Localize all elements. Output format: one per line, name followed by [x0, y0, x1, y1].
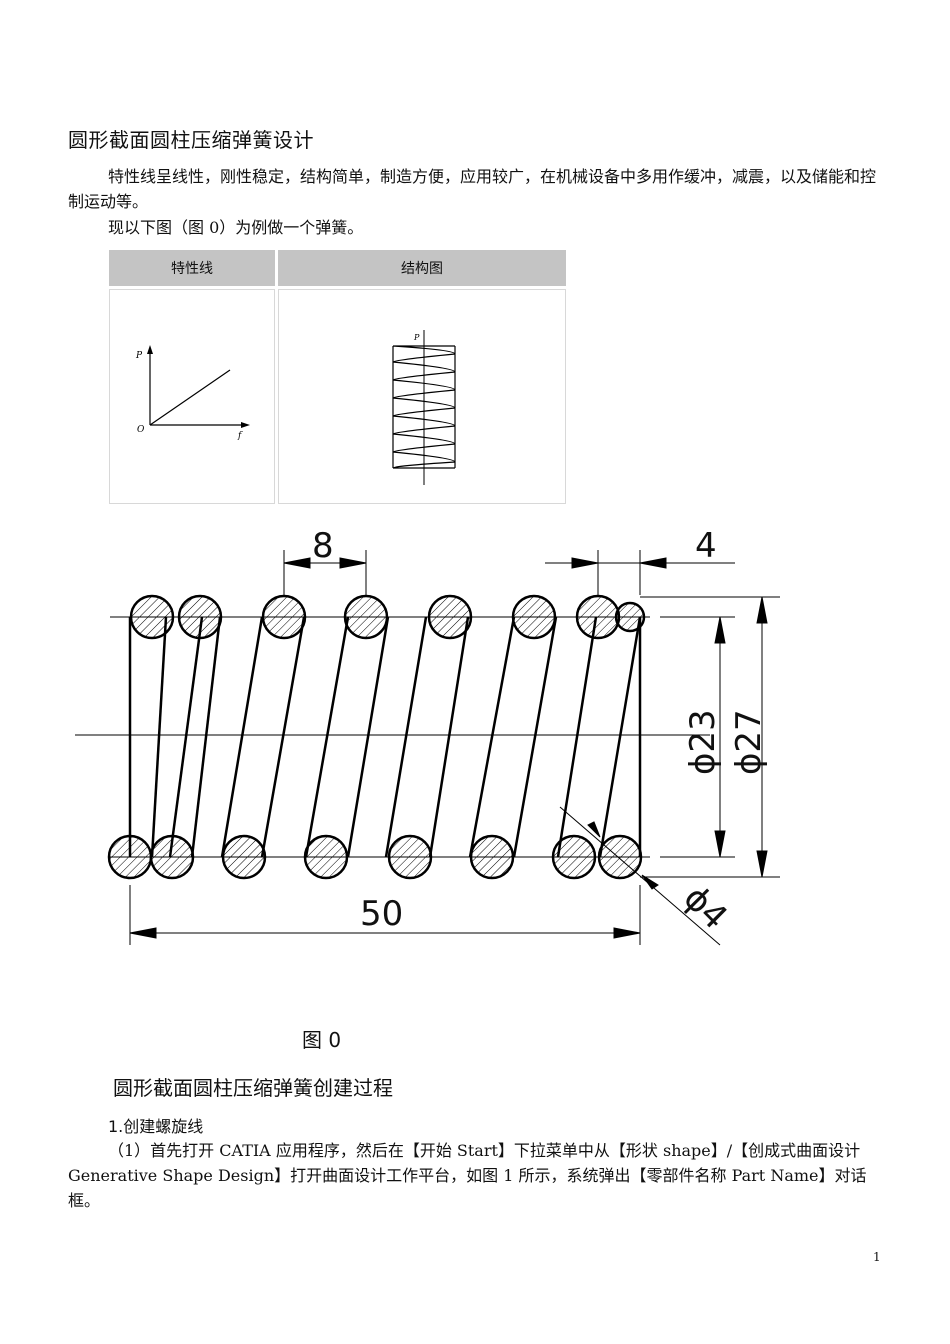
spec-table: 特性线 结构图 P O f P [106, 247, 569, 507]
coil-lines [128, 616, 642, 858]
header-characteristic: 特性线 [109, 250, 275, 286]
structure-diagram-cell: P [278, 289, 566, 504]
section-title: 圆形截面圆柱压缩弹簧创建过程 [113, 1076, 393, 1100]
step-paragraph: （1）首先打开 CATIA 应用程序，然后在【开始 Start】下拉菜单中从【形… [68, 1141, 867, 1210]
step-title: 1.创建螺旋线 [108, 1117, 204, 1136]
dim-outer-diameter: ϕ27 [729, 709, 769, 775]
header-structure: 结构图 [278, 250, 566, 286]
characteristic-line [149, 369, 231, 426]
dim-length: 50 [360, 894, 403, 934]
example-paragraph: 现以下图（图 0）为例做一个弹簧。 [108, 218, 364, 237]
f-axis-label: f [237, 431, 243, 441]
dim-pitch: 8 [312, 526, 334, 566]
dim-end: 4 [695, 526, 717, 566]
characteristic-graph-cell: P O f [109, 289, 275, 504]
spring-load-label: P [413, 333, 420, 342]
dim-inner-diameter: ϕ23 [683, 709, 723, 775]
page-number: 1 [873, 1250, 881, 1264]
doc-title: 圆形截面圆柱压缩弹簧设计 [68, 128, 314, 152]
wire-sections [107, 594, 646, 880]
f-axis-arrow [241, 422, 250, 428]
dim-wire-diameter: ϕ4 [676, 878, 735, 937]
p-axis-label: P [135, 351, 143, 361]
characteristic-graph: P O f [135, 345, 250, 441]
dimension-lines [129, 550, 780, 946]
spring-coils [392, 345, 456, 469]
figure-caption: 图 0 [302, 1028, 342, 1052]
origin-label: O [137, 425, 145, 435]
spring-sketch: P [392, 330, 456, 485]
intro-paragraph: 特性线呈线性，刚性稳定，结构简单，制造方便，应用较广，在机械设备中多用作缓冲，减… [68, 167, 877, 211]
p-axis-arrow [147, 345, 153, 354]
spring-drawing: 8 4 50 ϕ23 ϕ27 ϕ4 [75, 526, 780, 946]
